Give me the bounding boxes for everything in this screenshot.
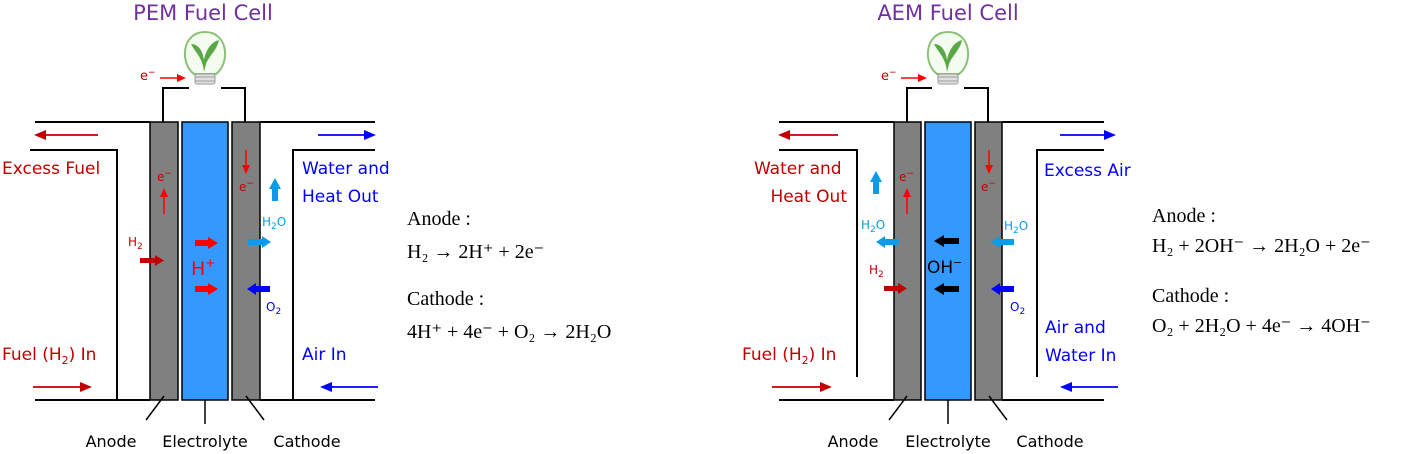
aem-lightbulb-icon [926,31,970,85]
aem-water-up-arrow [870,171,882,194]
aem-air-in-arrow [1060,382,1118,392]
pem-eq-anode: H₂ → 2H⁺ + 2e⁻ [407,241,544,263]
pem-cathode-electron: e− [239,179,254,194]
aem-pointer-lines [888,395,1008,424]
pem-eq-cathode-title: Cathode : [407,288,484,310]
pem-excess-fuel-label: Excess Fuel [2,159,100,179]
aem-h2-label: H2 [869,263,884,280]
pem-circuit-electron-arrow [160,74,186,82]
pem-title: PEM Fuel Cell [133,1,273,25]
aem-fuel-cell: AEM Fuel Cell e− [742,1,1371,451]
pem-h2o-label: H2O [262,215,286,232]
pem-air-in-arrow [320,382,378,392]
pem-proton-arrow-bottom [195,283,218,295]
pem-fuel-cell: PEM Fuel Cell e− [2,1,611,451]
aem-cathode-label: Cathode [1016,432,1083,451]
aem-hydroxide-arrow-bottom [934,283,959,295]
pem-water-up-arrow [269,178,281,201]
pem-pointer-lines [145,395,265,424]
aem-eq-anode: H₂ + 2OH⁻ → 2H₂O + 2e⁻ [1152,235,1371,257]
pem-o2-label: O2 [266,300,281,317]
aem-circuit-electron-arrow [901,74,927,82]
pem-water-heat-label: Water and Heat Out [302,159,395,207]
aem-eq-cathode-title: Cathode : [1152,285,1229,307]
aem-cathode-electron: e− [981,179,996,194]
aem-anode [893,121,922,401]
pem-circuit-electron: e− [140,68,156,84]
pem-cathode-label: Cathode [273,432,340,451]
aem-water-heat-label: Water and Heat Out [754,159,847,207]
pem-equations: Anode : H₂ → 2H⁺ + 2e⁻ Cathode : 4H⁺ + 4… [407,208,611,343]
pem-eq-anode-title: Anode : [407,208,471,230]
aem-o2-in-arrow [991,283,1014,295]
aem-fuel-in-label: Fuel (H2) In [742,345,836,367]
pem-air-in-label: Air In [302,345,347,365]
aem-o2-label: O2 [1010,300,1025,317]
aem-electrolyte-label: Electrolyte [905,432,991,451]
aem-air-water-in-label: Air and Water In [1045,318,1116,366]
aem-hydroxide-arrow-top [934,235,959,247]
pem-water-out-arrow [318,130,376,140]
pem-electrolyte-label: Electrolyte [162,432,248,451]
pem-h2-label: H2 [128,235,143,252]
pem-electrolyte [181,121,229,401]
aem-cathode-h2o-label: H2O [1004,219,1028,236]
pem-anode-electron: e− [157,169,172,184]
pem-ion-label: H+ [191,256,215,280]
aem-circuit-electron: e− [881,68,897,84]
pem-fuel-in-label: Fuel (H2) In [2,345,96,367]
aem-external-circuit [906,87,989,122]
aem-cathode-water-arrow [991,236,1014,248]
pem-cathode-electron-arrow [242,150,250,174]
pem-water-out-small-arrow [248,236,271,248]
pem-o2-in-arrow [247,283,270,295]
aem-water-out-arrow [778,130,838,140]
pem-external-circuit [162,87,246,122]
pem-lightbulb-icon [183,31,227,85]
pem-excess-fuel-arrow [34,130,98,140]
aem-cathode-electron-arrow [985,150,993,174]
pem-eq-cathode: 4H⁺ + 4e⁻ + O₂ → 2H₂O [407,321,611,343]
aem-eq-anode-title: Anode : [1152,205,1216,227]
aem-anode-water-arrow [876,236,899,248]
aem-equations: Anode : H₂ + 2OH⁻ → 2H₂O + 2e⁻ Cathode :… [1152,205,1371,337]
pem-fuel-in-arrow [33,382,92,392]
aem-excess-air-arrow [1060,130,1116,140]
aem-eq-cathode: O₂ + 2H₂O + 4e⁻ → 4OH⁻ [1152,315,1371,337]
pem-anode-electron-arrow [160,188,168,214]
pem-proton-arrow-top [195,237,218,249]
pem-anode-label: Anode [86,432,137,451]
aem-ion-label: OH− [927,256,962,278]
aem-anode-electron: e− [899,169,914,184]
aem-title: AEM Fuel Cell [877,1,1018,25]
pem-h2-in-arrow [140,255,164,266]
aem-anode-label: Anode [828,432,879,451]
aem-flow-channels [779,121,1104,401]
pem-flow-channels [30,121,375,401]
aem-fuel-in-arrow [772,382,832,392]
aem-anode-electron-arrow [903,188,911,214]
aem-anode-h2o-label: H2O [861,218,885,235]
aem-excess-air-label: Excess Air [1044,161,1131,181]
aem-h2-in-arrow [884,283,907,294]
